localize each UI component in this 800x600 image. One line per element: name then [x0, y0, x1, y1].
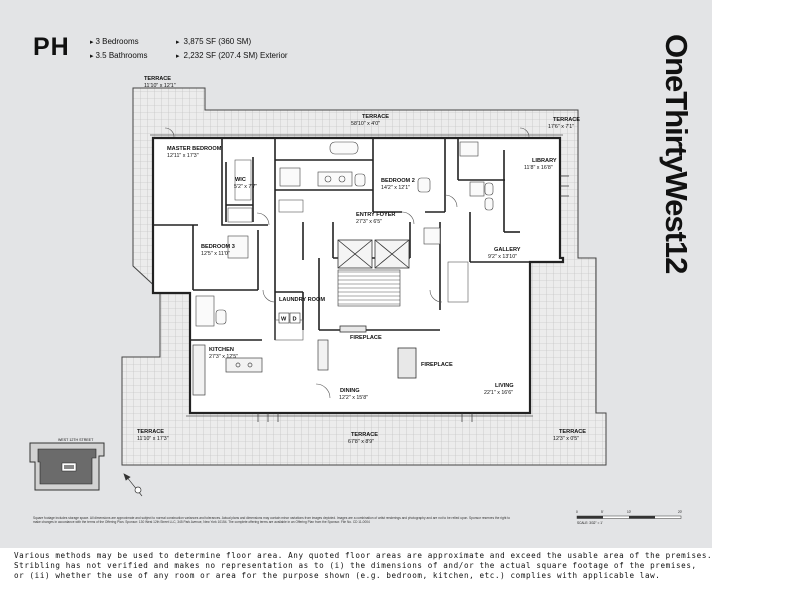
scale-tick: 10' — [627, 510, 632, 514]
scale-tick: 5' — [601, 510, 604, 514]
room-label: DINING — [340, 388, 360, 394]
room-dims: 12'2" x 15'8" — [339, 395, 368, 401]
fireplaces — [339, 325, 417, 379]
room-label: FIREPLACE — [350, 335, 382, 341]
keyplan-street-label: WEST 12TH STREET — [58, 438, 94, 442]
scale-bar: 0 5' 10' 20' SCALE: 3/32" = 1' — [576, 510, 683, 525]
bullet-icon: ▸ — [176, 39, 180, 46]
room-dims: 22'1" x 16'6" — [484, 390, 513, 396]
spec-list-area: ▸3,875 SF (360 SM) ▸2,232 SF (207.4 SM) … — [176, 35, 288, 63]
room-label: LIVING — [495, 383, 514, 389]
room-label: TERRACE — [553, 117, 580, 123]
room-label: GALLERY — [494, 247, 521, 253]
room-dims: 11'8" x 16'8" — [524, 165, 553, 171]
room-dims: 5'2" x 7'7" — [234, 184, 257, 190]
spec-bedrooms: 3 Bedrooms — [90, 35, 148, 49]
scale-tick: 20' — [678, 510, 683, 514]
room-label: BEDROOM 3 — [201, 244, 235, 250]
north-arrow-icon — [123, 473, 143, 497]
room-dims: 27'3" x 6'5" — [356, 219, 382, 225]
room-label: LAUNDRY ROOM — [279, 297, 325, 303]
washer-label: W — [281, 317, 287, 323]
room-label: WIC — [235, 177, 246, 183]
kitchen-counters — [192, 339, 329, 396]
floor-plan-drawing: TERRACE 11'10" x 12'1" TERRACE 58'10" x … — [29, 76, 683, 525]
room-label: TERRACE — [362, 114, 389, 120]
door-swings — [164, 127, 530, 399]
room-dims: 58'10" x 4'0" — [351, 121, 380, 127]
room-label: TERRACE — [351, 432, 378, 438]
disclaimer-line: or (ii) whether the use of any room or a… — [14, 571, 661, 580]
room-dims: 11'10" x 12'1" — [144, 83, 176, 89]
spec-interior-area: 3,875 SF (360 SM) — [183, 37, 252, 46]
room-dims: 67'8" x 8'9" — [348, 439, 374, 445]
spec-exterior-area: 2,232 SF (207.4 SM) Exterior — [183, 51, 288, 60]
room-dims: 27'3" x 12'5" — [209, 354, 238, 360]
broker-disclaimer: Various methods may be used to determine… — [14, 551, 794, 581]
room-label: TERRACE — [559, 429, 586, 435]
unit-title: PH — [33, 33, 70, 61]
bullet-icon: ▸ — [176, 53, 180, 60]
room-label: KITCHEN — [209, 347, 234, 353]
spec-interior-row: ▸3,875 SF (360 SM) — [176, 35, 288, 49]
spec-exterior-row: ▸2,232 SF (207.4 SM) Exterior — [176, 49, 288, 63]
laundry-appliances: W D — [278, 312, 301, 324]
dryer-label: D — [293, 317, 297, 323]
disclaimer-line: Various methods may be used to determine… — [14, 551, 713, 560]
room-dims: 17'6" x 7'1" — [548, 124, 574, 130]
legal-fine-print: Square footage includes storage space. A… — [33, 516, 510, 525]
room-label: BEDROOM 2 — [381, 178, 415, 184]
interior-walls — [153, 138, 530, 341]
bath-fixtures — [195, 141, 494, 327]
scale-tick: 0 — [576, 510, 578, 514]
room-label: MASTER BEDROOM — [167, 146, 222, 152]
room-label: FIREPLACE — [421, 362, 453, 368]
disclaimer-line: Stribling has not verified and makes no … — [14, 561, 697, 570]
closets — [227, 159, 469, 341]
room-label: ENTRY FOYER — [356, 212, 395, 218]
spec-bathrooms: 3.5 Bathrooms — [90, 49, 147, 63]
room-dims: 12'3" x 0'5" — [553, 436, 579, 442]
keyplan-unit-marker — [64, 465, 74, 469]
room-label: LIBRARY — [532, 158, 557, 164]
room-label: TERRACE — [144, 76, 171, 82]
room-dims: 12'5" x 11'0" — [201, 251, 230, 257]
spec-list-rooms: 3 Bedrooms 3.5 Bathrooms — [90, 35, 148, 63]
room-label: TERRACE — [137, 429, 164, 435]
scale-note: SCALE: 3/32" = 1' — [577, 521, 603, 525]
key-plan: WEST 12TH STREET — [29, 438, 105, 491]
terrace-doors — [257, 175, 569, 422]
room-dims: 14'2" x 12'1" — [381, 185, 410, 191]
stair — [337, 269, 401, 307]
room-dims: 12'11" x 17'3" — [167, 153, 199, 159]
room-dims: 11'10" x 17'3" — [137, 436, 169, 442]
room-labels: TERRACE 11'10" x 12'1" TERRACE 58'10" x … — [137, 76, 586, 445]
room-dims: 9'2" x 13'10" — [488, 254, 517, 260]
elevator-core — [337, 239, 410, 269]
